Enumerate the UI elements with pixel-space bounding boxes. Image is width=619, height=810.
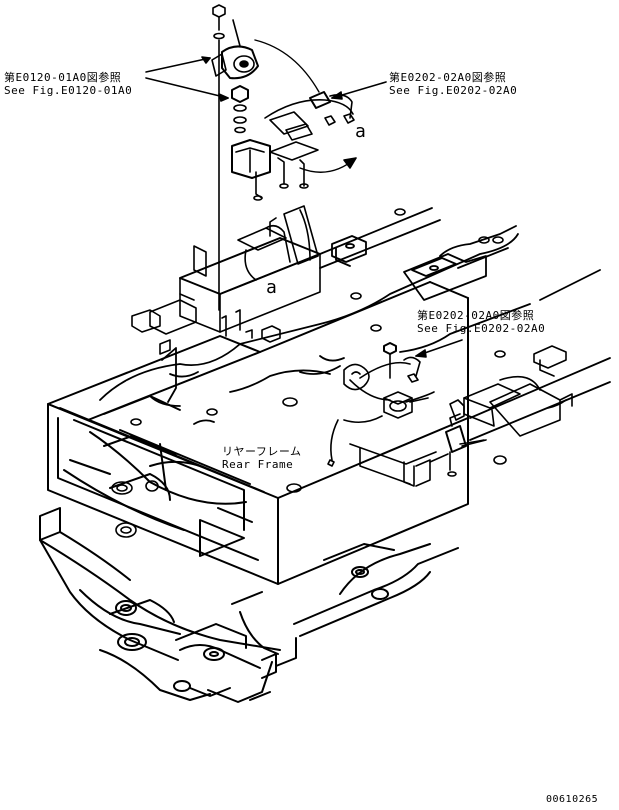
frame-label-jp: リヤーフレーム [222, 445, 302, 458]
view-marker-upper: a [355, 121, 367, 142]
lower-frame [39, 507, 459, 703]
upper-bolt-stack [212, 4, 226, 311]
reference-label-en-top-left: See Fig.E0120-01A0 [4, 84, 133, 97]
lower-harness-assembly [327, 342, 573, 487]
upper-frame-rails [319, 207, 517, 301]
drawing-code: 00610265 [546, 794, 599, 805]
leader-line [145, 77, 229, 99]
reference-label-en-top-right: See Fig.E0202-02A0 [389, 84, 518, 97]
reference-label-jp-top-right: 第E0202-02A0図参照 [389, 71, 507, 84]
frame-label-en: Rear Frame [222, 458, 294, 471]
view-marker-lower: a [266, 277, 278, 298]
upper-bracket-relay [231, 139, 319, 201]
frame-top-contour [99, 233, 611, 441]
leader-line [461, 439, 487, 447]
leader-line [409, 397, 429, 403]
reference-label-en-middle-right: See Fig.E0202-02A0 [417, 322, 546, 335]
upper-relay [211, 19, 320, 93]
frame-holes [111, 208, 507, 538]
leader-line [145, 57, 211, 73]
reference-label-jp-middle-right: 第E0202-02A0図参照 [417, 309, 535, 322]
second-bolt-stack [231, 85, 249, 134]
upper-harness [264, 91, 355, 141]
view-arrow-upper [299, 157, 357, 173]
frame-mount-bracket [131, 205, 321, 355]
reference-label-jp-top-left: 第E0120-01A0図参照 [4, 71, 122, 84]
rear-frame-body [47, 281, 469, 585]
